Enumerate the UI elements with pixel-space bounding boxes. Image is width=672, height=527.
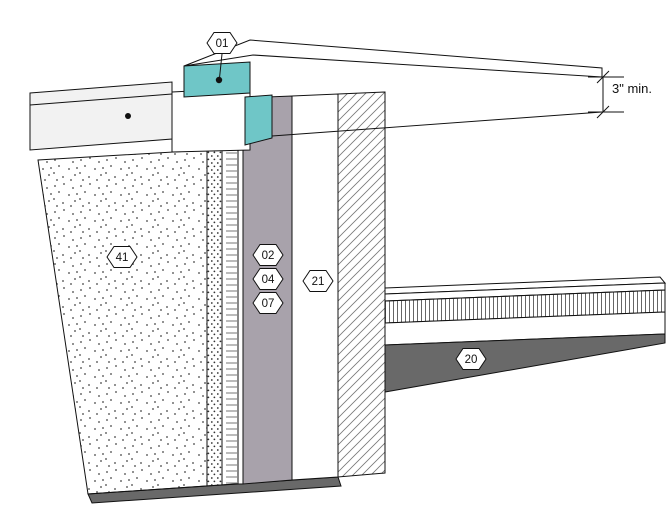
flashing-fastener-dot bbox=[215, 76, 223, 84]
cleat-fastener-dot bbox=[125, 113, 131, 119]
callout-hexagon bbox=[252, 268, 284, 290]
dimension-tick-bottom bbox=[596, 105, 610, 119]
dimension-tick-top bbox=[596, 70, 610, 84]
callout-hexagon bbox=[106, 246, 138, 268]
callout-label: 07 bbox=[262, 298, 275, 310]
cleat-fold-line bbox=[29, 93, 173, 106]
dimension-3in-min: 3" min. bbox=[588, 70, 652, 119]
coping-cap bbox=[183, 39, 603, 78]
callout-21: 21 bbox=[302, 270, 334, 292]
cleat-plate bbox=[29, 81, 173, 151]
wall-assembly bbox=[37, 91, 386, 495]
flashing-edge-line bbox=[271, 111, 603, 137]
callout-label: 20 bbox=[465, 354, 478, 366]
callout-hexagon bbox=[455, 348, 487, 370]
callout-label: 41 bbox=[116, 252, 129, 264]
callout-hexagon bbox=[206, 32, 238, 54]
callout-20: 20 bbox=[455, 348, 487, 370]
lath-layer bbox=[221, 147, 239, 486]
callout-hexagon bbox=[252, 292, 284, 314]
callout-41: 41 bbox=[106, 246, 138, 268]
callout-label: 21 bbox=[312, 276, 325, 288]
coping-face bbox=[171, 87, 251, 153]
roof-deck bbox=[384, 276, 667, 393]
stucco-layer bbox=[37, 149, 208, 495]
wall-section-hatch bbox=[337, 91, 386, 478]
callout-hexagon bbox=[302, 270, 334, 292]
callout-leader-01 bbox=[219, 53, 223, 79]
air-gap-layer bbox=[237, 147, 244, 485]
drainage-mat-layer bbox=[206, 148, 223, 487]
coping-cleat bbox=[29, 81, 173, 151]
callout-label: 04 bbox=[262, 274, 275, 286]
callout-02: 02 bbox=[252, 244, 284, 266]
callout-01: 01 bbox=[206, 32, 238, 54]
callout-07: 07 bbox=[252, 292, 284, 314]
callout-04: 04 bbox=[252, 268, 284, 290]
callout-label: 01 bbox=[216, 38, 229, 50]
counterflashing-return bbox=[244, 94, 273, 146]
callout-hexagon bbox=[252, 244, 284, 266]
dimension-label: 3" min. bbox=[612, 81, 652, 96]
callout-label: 02 bbox=[262, 250, 275, 262]
